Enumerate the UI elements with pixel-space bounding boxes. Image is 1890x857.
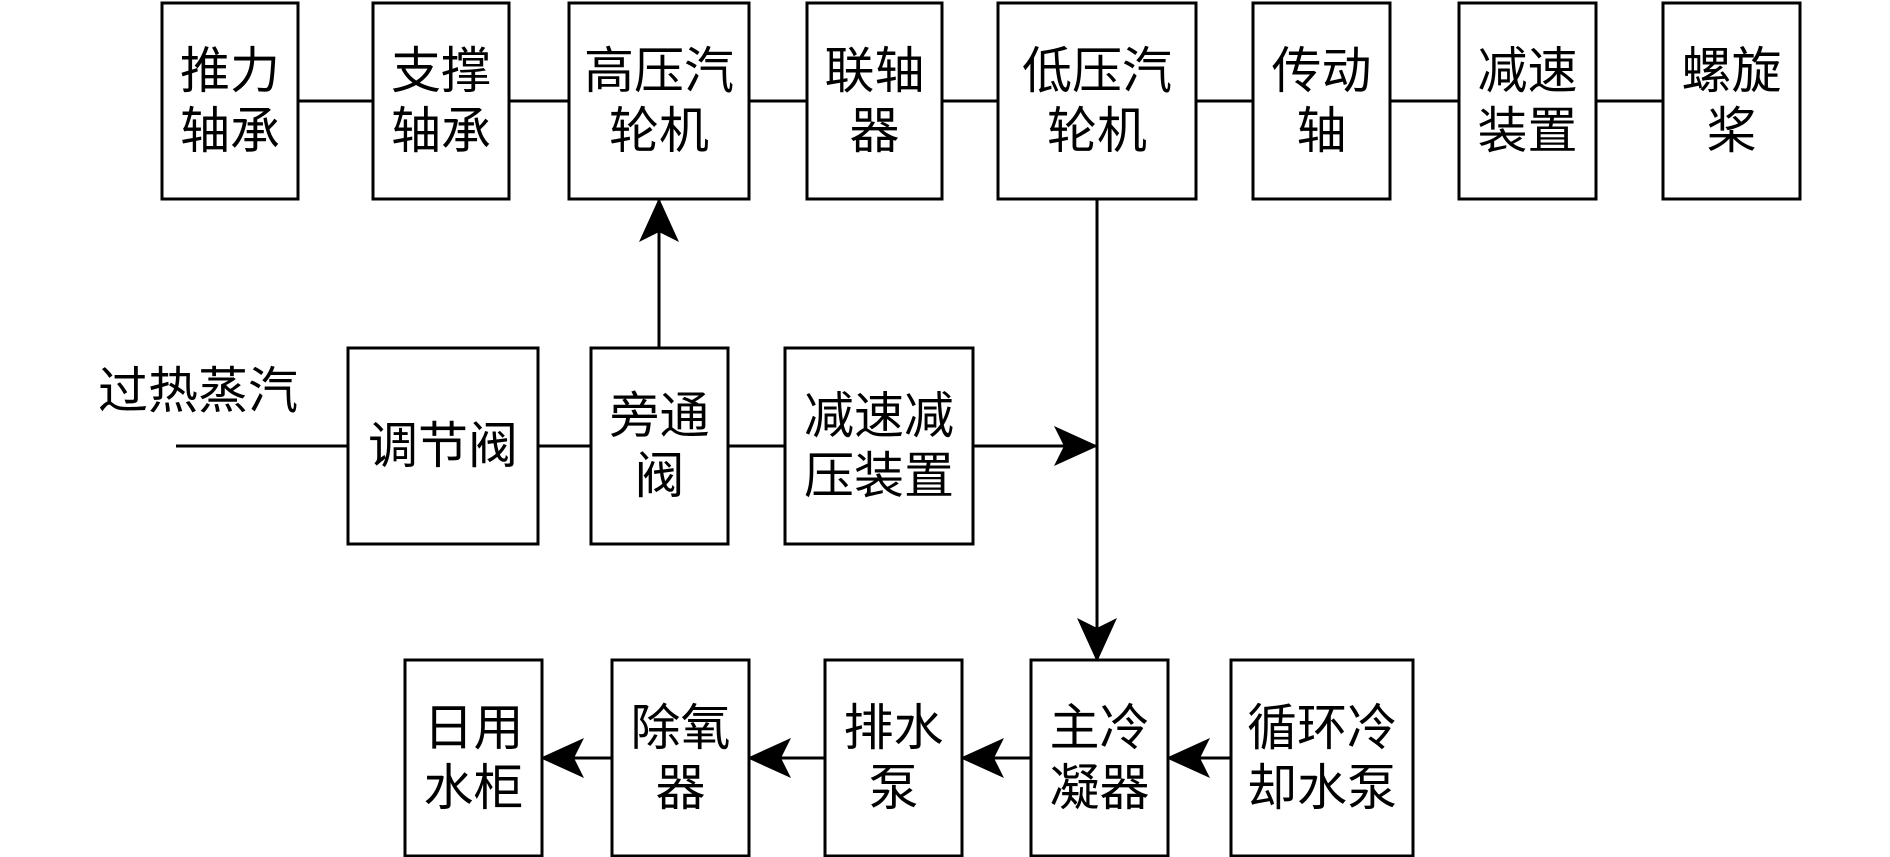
node-label-line: 装置 (1478, 102, 1578, 160)
node-label-line: 支撑 (391, 42, 491, 100)
node-box (1029, 658, 1170, 857)
node-label-line: 高压汽 (584, 42, 734, 100)
node-label-line: 减速减 (804, 387, 954, 445)
node-box (371, 1, 511, 201)
node-label-line: 旁通 (610, 387, 710, 445)
node-box (805, 1, 944, 201)
node-box (346, 346, 540, 546)
node-label-line: 螺旋 (1682, 42, 1782, 100)
node-label-line: 日用 (424, 699, 524, 757)
node-label-line: 轴承 (391, 102, 491, 160)
node-propeller: 螺旋桨 (1661, 1, 1802, 201)
node-drive-shaft: 传动轴 (1251, 1, 1392, 201)
node-label-line: 却水泵 (1247, 759, 1397, 817)
node-label-line: 泵 (869, 759, 919, 817)
node-box (160, 1, 300, 201)
node-box (996, 1, 1198, 201)
node-box (783, 346, 975, 546)
node-label-line: 器 (850, 102, 900, 160)
node-box (567, 1, 751, 201)
node-label-line: 调节阀 (368, 417, 518, 475)
node-drain-pump: 排水泵 (823, 658, 964, 857)
node-label-line: 水柜 (424, 759, 524, 817)
node-label-line: 器 (656, 759, 706, 817)
node-deaerator: 除氧器 (610, 658, 751, 857)
node-box (610, 658, 751, 857)
node-label-line: 减速 (1478, 42, 1578, 100)
node-label-line: 轴 (1297, 102, 1347, 160)
node-label-line: 主冷 (1050, 699, 1150, 757)
node-label-line: 压装置 (804, 447, 954, 505)
node-bypass-valve: 旁通阀 (589, 346, 730, 546)
node-box (403, 658, 544, 857)
node-box (823, 658, 964, 857)
node-label-line: 轮机 (609, 102, 709, 160)
node-box (1251, 1, 1392, 201)
node-label-line: 联轴 (825, 42, 925, 100)
node-label-line: 桨 (1707, 102, 1757, 160)
node-label-line: 除氧 (631, 699, 731, 757)
superheated-steam-label: 过热蒸汽 (98, 362, 298, 420)
node-label-line: 推力 (180, 42, 280, 100)
node-box (1229, 658, 1415, 857)
node-control-valve: 调节阀 (346, 346, 540, 546)
node-box (589, 346, 730, 546)
node-box (1661, 1, 1802, 201)
node-label-line: 排水 (844, 699, 944, 757)
node-label-line: 低压汽 (1022, 42, 1172, 100)
node-label-line: 轴承 (180, 102, 280, 160)
node-label-line: 阀 (635, 447, 685, 505)
node-label-line: 凝器 (1050, 759, 1150, 817)
node-coupling: 联轴器 (805, 1, 944, 201)
node-label-line: 循环冷 (1247, 699, 1397, 757)
node-box (1457, 1, 1598, 201)
node-label-line: 轮机 (1047, 102, 1147, 160)
node-label-line: 传动 (1272, 42, 1372, 100)
